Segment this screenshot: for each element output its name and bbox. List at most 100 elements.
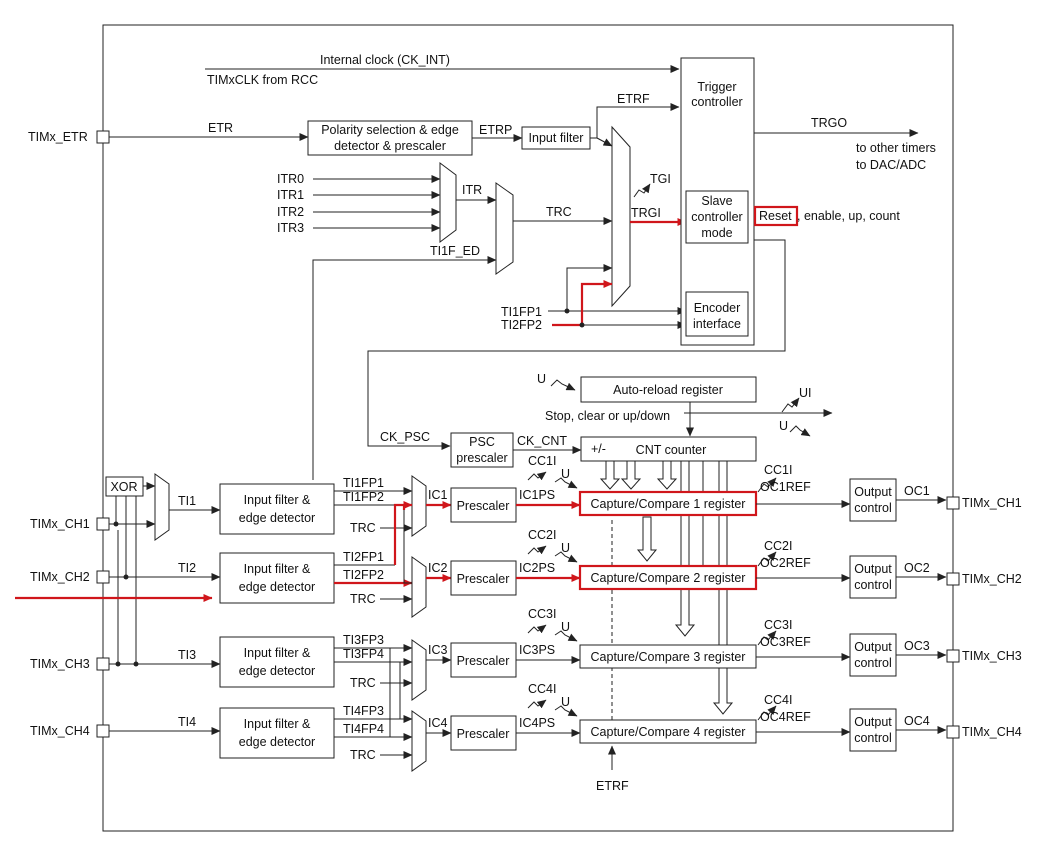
ch4-cci-label: CC4I — [528, 682, 556, 696]
ch1-oc-label: OC1 — [904, 484, 930, 498]
ch2-ocref-label: OC2REF — [760, 556, 811, 570]
pin-in-ch1[interactable] — [96, 517, 110, 531]
ch3-fp-a-label: TI3FP3 — [343, 633, 384, 647]
ch4-u-label: U — [561, 695, 570, 709]
ch2-register-label: Capture/Compare 2 register — [591, 571, 746, 585]
encoder-label-1: Encoder — [694, 301, 741, 315]
label-to-other-2: to DAC/ADC — [856, 158, 926, 172]
ch3-filter-label-1: Input filter & — [244, 646, 311, 660]
ch2-cci-label: CC2I — [528, 528, 556, 542]
ch2-output-label-1: Output — [854, 562, 892, 576]
pin-out-ch2[interactable] — [946, 572, 960, 586]
slave-label-2: controller — [691, 210, 742, 224]
label-stop-clear: Stop, clear or up/down — [545, 409, 670, 423]
ch4-fp-b-label: TI4FP4 — [343, 722, 384, 736]
label-reset: Reset — [759, 209, 792, 223]
ch1-output-label-2: control — [854, 501, 892, 515]
ch4-ic-label: IC4 — [428, 716, 448, 730]
ch2-ti-label: TI2 — [178, 561, 196, 575]
trigger-controller-label-1: Trigger — [697, 80, 736, 94]
ch3-register-label: Capture/Compare 3 register — [591, 650, 746, 664]
ch2-oc-label: OC2 — [904, 561, 930, 575]
ch3-prescaler-block — [450, 642, 517, 678]
label-ck-cnt: CK_CNT — [517, 434, 567, 448]
ch3-ocref-label: OC3REF — [760, 635, 811, 649]
cnt-counter-label: CNT counter — [636, 443, 707, 457]
ch3-ps-label: IC3PS — [519, 643, 555, 657]
trigger-controller-label-2: controller — [691, 95, 742, 109]
pin-out-ch1[interactable] — [946, 496, 960, 510]
pin-in-ch3[interactable] — [96, 657, 110, 671]
label-etrf-top: ETRF — [617, 92, 650, 106]
ch1-fp-b-label: TI1FP2 — [343, 490, 384, 504]
ch3-output-label-1: Output — [854, 640, 892, 654]
ch1-ic-mux — [411, 475, 427, 537]
itr-input-0: ITR0 — [277, 172, 304, 186]
ch3-output-label-2: control — [854, 656, 892, 670]
label-trgi: TRGI — [631, 206, 661, 220]
ch3-ic-mux — [411, 639, 427, 701]
pin-in-label-ch4: TIMx_CH4 — [30, 724, 90, 738]
label-trc-top: TRC — [546, 205, 572, 219]
label-timxclk: TIMxCLK from RCC — [207, 73, 318, 87]
label-reset-rest: , enable, up, count — [797, 209, 900, 223]
label-ti1f-ed: TI1F_ED — [430, 244, 480, 258]
ch4-prescaler-label: Prescaler — [457, 727, 510, 741]
ch4-filter-label-1: Input filter & — [244, 717, 311, 731]
label-tgi: TGI — [650, 172, 671, 186]
label-ck-int: Internal clock (CK_INT) — [320, 53, 450, 67]
pin-out-ch4[interactable] — [946, 725, 960, 739]
pin-out-ch3[interactable] — [946, 649, 960, 663]
ch2-trc-label: TRC — [350, 592, 376, 606]
label-ti1fp1: TI1FP1 — [501, 305, 542, 319]
trgi-mux — [611, 125, 631, 308]
ch3-oc-label: OC3 — [904, 639, 930, 653]
ch4-input-filter-block — [219, 707, 335, 759]
ch1-ti-label: TI1 — [178, 494, 196, 508]
itr-input-2: ITR2 — [277, 205, 304, 219]
itr-mux — [439, 162, 457, 243]
ch1-prescaler-label: Prescaler — [457, 499, 510, 513]
label-etrf-bottom: ETRF — [596, 779, 629, 793]
ch4-output-control-block — [849, 708, 897, 752]
ch4-ocref-label: OC4REF — [760, 710, 811, 724]
ti1-mux — [154, 473, 170, 541]
ch1-ocref-label: OC1REF — [760, 480, 811, 494]
label-ck-psc: CK_PSC — [380, 430, 430, 444]
ch1-fp-a-label: TI1FP1 — [343, 476, 384, 490]
polarity-selection-block — [307, 120, 473, 156]
ch2-ic-mux — [411, 556, 427, 618]
pin-out-label-ch3: TIMx_CH3 — [962, 649, 1022, 663]
ch1-ps-label: IC1PS — [519, 488, 555, 502]
pin-in-ch2[interactable] — [96, 570, 110, 584]
label-to-other-1: to other timers — [856, 141, 936, 155]
ch2-input-filter-block — [219, 552, 335, 604]
itr-input-3: ITR3 — [277, 221, 304, 235]
slave-controller-block — [685, 190, 749, 244]
ch1-filter-label-2: edge detector — [239, 511, 315, 525]
label-u-out: U — [779, 419, 788, 433]
ch4-filter-label-2: edge detector — [239, 735, 315, 749]
ch2-output-control-block — [849, 555, 897, 599]
label-itr: ITR — [462, 183, 482, 197]
pin-timx-etr[interactable] — [96, 130, 110, 144]
ch2-u-label: U — [561, 541, 570, 555]
reset-highlight-box — [753, 205, 799, 227]
ch4-output-label-1: Output — [854, 715, 892, 729]
itr-input-1: ITR1 — [277, 188, 304, 202]
slave-label-3: mode — [701, 226, 732, 240]
ch2-output-label-2: control — [854, 578, 892, 592]
ch3-fp-b-label: TI3FP4 — [343, 647, 384, 661]
pin-in-label-ch2: TIMx_CH2 — [30, 570, 90, 584]
polarity-label-2: detector & prescaler — [334, 139, 446, 153]
ch2-fp-b-label: TI2FP2 — [343, 568, 384, 582]
ch1-input-filter-block — [219, 483, 335, 535]
ch4-register-label: Capture/Compare 4 register — [591, 725, 746, 739]
ch4-prescaler-block — [450, 715, 517, 751]
ch1-trc-label: TRC — [350, 521, 376, 535]
label-ui: UI — [799, 386, 812, 400]
ch2-filter-label-1: Input filter & — [244, 562, 311, 576]
pin-in-ch4[interactable] — [96, 724, 110, 738]
label-plusminus: +/- — [591, 442, 606, 456]
